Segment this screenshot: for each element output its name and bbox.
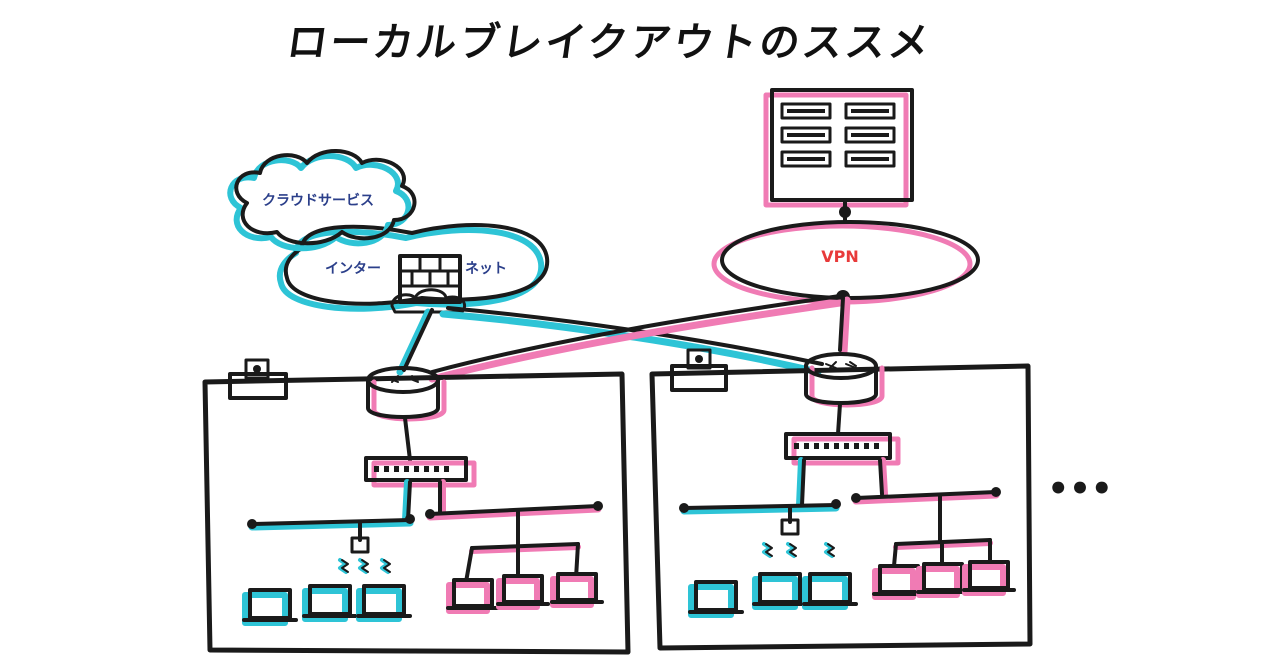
switch-icon-left bbox=[364, 456, 477, 488]
laptop-group-cyan-left bbox=[242, 584, 412, 626]
switch-icon-right bbox=[784, 432, 901, 466]
datacenter-rack-icon bbox=[763, 88, 914, 228]
firewall-icon bbox=[390, 254, 467, 314]
cloud-service-label: クラウドサービス bbox=[262, 193, 374, 209]
wired-tree-pink-right bbox=[872, 494, 1016, 600]
router-icon-left bbox=[366, 366, 447, 422]
wired-tree-pink-left bbox=[446, 508, 604, 614]
internet-label-left: インター bbox=[325, 261, 381, 277]
laptop-group-cyan-right bbox=[688, 572, 858, 618]
cloud-service-shape bbox=[227, 149, 417, 252]
internet-label-right: ネット bbox=[465, 261, 507, 277]
branch-office-right bbox=[649, 348, 1033, 651]
branch-office-left bbox=[202, 358, 631, 655]
more-sites-ellipsis: ••• bbox=[1047, 469, 1112, 509]
router-icon-right bbox=[804, 352, 885, 408]
vpn-label: VPN bbox=[821, 247, 859, 266]
internet-cloud-shape bbox=[276, 223, 550, 312]
